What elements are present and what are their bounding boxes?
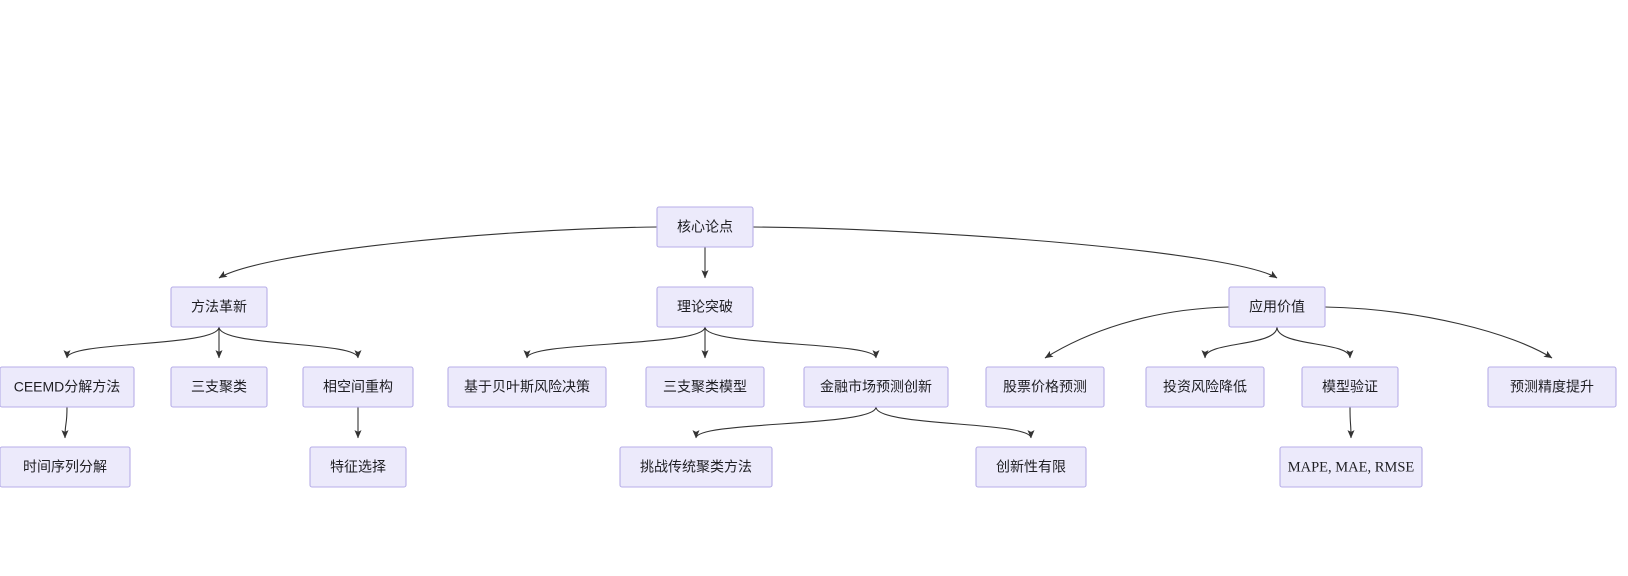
- node-root[interactable]: 核心论点: [656, 206, 754, 248]
- node-box-root[interactable]: [656, 206, 754, 248]
- node-label-l2c2: 投资风险降低: [1163, 379, 1247, 395]
- node-box-l3c1[interactable]: [1279, 446, 1423, 488]
- node-l2c2[interactable]: 投资风险降低: [1145, 366, 1265, 408]
- node-l3a3[interactable]: 特征选择: [309, 446, 407, 488]
- node-box-l3a1[interactable]: [0, 446, 131, 488]
- edge-l2b3-to-l3b1: [692, 406, 877, 439]
- node-box-l1a[interactable]: [170, 286, 268, 328]
- node-l1b[interactable]: 理论突破: [656, 286, 754, 328]
- edge-l1c-to-l2c1: [1044, 306, 1230, 359]
- edge-l2b3-to-l3b2: [875, 406, 1035, 439]
- node-l2a1[interactable]: CEEMD分解方法: [0, 366, 135, 408]
- node-box-l2a3[interactable]: [302, 366, 414, 408]
- node-l2c3[interactable]: 模型验证: [1301, 366, 1399, 408]
- edge-l1a-to-l2a3: [218, 326, 362, 359]
- node-box-l3b1[interactable]: [619, 446, 773, 488]
- node-label-l3b1: 挑战传统聚类方法: [640, 459, 752, 475]
- node-l2a2[interactable]: 三支聚类: [170, 366, 268, 408]
- node-label-root: 核心论点: [677, 219, 733, 235]
- node-label-l2b1: 基于贝叶斯风险决策: [464, 379, 590, 395]
- node-label-l3a1: 时间序列分解: [23, 459, 107, 475]
- edge-l1c-to-l2c4: [1324, 306, 1553, 359]
- node-label-l2a2: 三支聚类: [191, 379, 247, 395]
- node-box-l2c3[interactable]: [1301, 366, 1399, 408]
- edge-l1a-to-l2a1: [63, 326, 220, 359]
- node-label-l1b: 理论突破: [677, 299, 733, 315]
- node-label-l2c3: 模型验证: [1322, 379, 1378, 395]
- node-l3c1[interactable]: MAPE, MAE, RMSE: [1279, 446, 1423, 488]
- edge-l1c-to-l2c2: [1201, 326, 1278, 359]
- node-box-l2c4[interactable]: [1487, 366, 1617, 408]
- node-l3b1[interactable]: 挑战传统聚类方法: [619, 446, 773, 488]
- node-label-l2b3: 金融市场预测创新: [820, 379, 932, 395]
- node-l2b3[interactable]: 金融市场预测创新: [803, 366, 949, 408]
- node-label-l3a3: 特征选择: [330, 459, 386, 475]
- node-l2c1[interactable]: 股票价格预测: [985, 366, 1105, 408]
- node-box-l2a2[interactable]: [170, 366, 268, 408]
- edge-root-to-l1c: [752, 226, 1278, 279]
- edges-layer: [61, 226, 1553, 439]
- node-l3a1[interactable]: 时间序列分解: [0, 446, 131, 488]
- node-l2a3[interactable]: 相空间重构: [302, 366, 414, 408]
- node-l2b2[interactable]: 三支聚类模型: [645, 366, 765, 408]
- node-box-l3a3[interactable]: [309, 446, 407, 488]
- node-l2c4[interactable]: 预测精度提升: [1487, 366, 1617, 408]
- node-box-l2b1[interactable]: [447, 366, 607, 408]
- node-label-l3b2: 创新性有限: [996, 459, 1066, 475]
- edge-l1b-to-l2b1: [523, 326, 706, 359]
- edge-l2c3-to-l3c1: [1347, 406, 1355, 439]
- node-box-l2a1[interactable]: [0, 366, 135, 408]
- node-l1a[interactable]: 方法革新: [170, 286, 268, 328]
- node-box-l1c[interactable]: [1228, 286, 1326, 328]
- node-label-l1a: 方法革新: [191, 299, 247, 315]
- node-box-l2b3[interactable]: [803, 366, 949, 408]
- node-label-l2c1: 股票价格预测: [1003, 379, 1087, 395]
- node-l2b1[interactable]: 基于贝叶斯风险决策: [447, 366, 607, 408]
- edge-l1b-to-l2b3: [704, 326, 880, 359]
- node-label-l3c1: MAPE, MAE, RMSE: [1288, 459, 1415, 475]
- node-label-l2b2: 三支聚类模型: [663, 379, 747, 395]
- edge-root-to-l1a: [218, 226, 658, 279]
- node-label-l2c4: 预测精度提升: [1510, 379, 1594, 395]
- node-box-l3b2[interactable]: [975, 446, 1087, 488]
- node-label-l2a3: 相空间重构: [323, 379, 393, 395]
- node-box-l2c2[interactable]: [1145, 366, 1265, 408]
- node-l3b2[interactable]: 创新性有限: [975, 446, 1087, 488]
- node-box-l1b[interactable]: [656, 286, 754, 328]
- node-label-l1c: 应用价值: [1249, 299, 1305, 315]
- node-box-l2b2[interactable]: [645, 366, 765, 408]
- node-l1c[interactable]: 应用价值: [1228, 286, 1326, 328]
- edge-l2a1-to-l3a1: [61, 406, 69, 439]
- edge-l1c-to-l2c3: [1276, 326, 1354, 359]
- node-box-l2c1[interactable]: [985, 366, 1105, 408]
- node-label-l2a1: CEEMD分解方法: [14, 379, 121, 395]
